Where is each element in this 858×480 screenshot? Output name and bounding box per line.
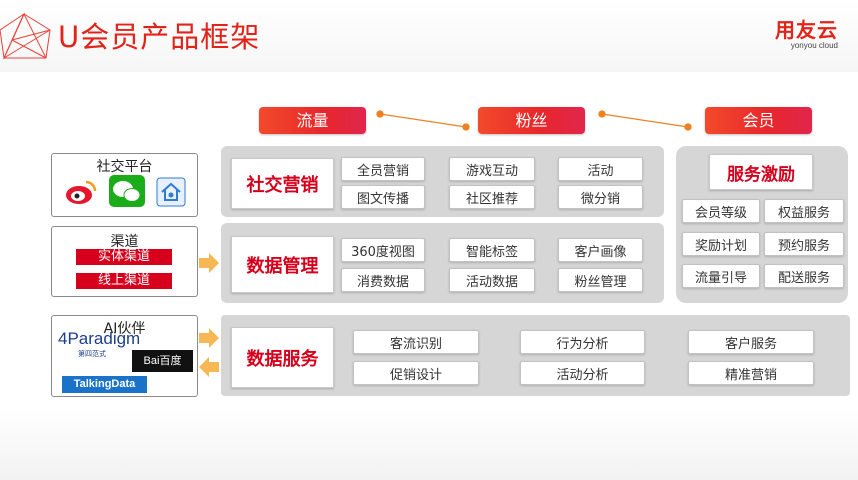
chip-activity: 活动	[558, 157, 643, 181]
social-marketing-title: 社交营销	[231, 158, 334, 209]
chip-all-staff-marketing: 全员营销	[341, 157, 425, 181]
channel-online: 线上渠道	[76, 273, 172, 289]
social-platform-title: 社交平台	[96, 159, 153, 175]
chip-game-interaction: 游戏互动	[449, 157, 535, 181]
chip-fan-management: 粉丝管理	[558, 268, 643, 292]
arrow-left-icon	[199, 357, 219, 377]
social-platform-box: 社交平台	[51, 153, 198, 217]
chip-promotion-design: 促销设计	[353, 361, 479, 385]
chip-traffic-guidance: 流量引导	[682, 264, 760, 288]
chip-precision-marketing: 精准营销	[688, 361, 814, 385]
chip-360-view: 360度视图	[341, 238, 425, 262]
channels-box: 渠道 实体渠道 线上渠道	[51, 226, 198, 297]
chip-content-spread: 图文传播	[341, 185, 425, 209]
chip-benefit-service: 权益服务	[764, 199, 844, 223]
title-bar	[0, 0, 858, 72]
chip-smart-tags: 智能标签	[449, 238, 535, 262]
chip-traffic-recognition: 客流识别	[353, 330, 479, 354]
brand-tagline: yonyou cloud	[790, 41, 838, 50]
home-icon	[156, 177, 186, 207]
stage-fans: 粉丝	[478, 107, 585, 134]
service-incentive-title: 服务激励	[709, 154, 813, 190]
chip-activity-data: 活动数据	[449, 268, 535, 292]
stage-members: 会员	[705, 107, 812, 134]
chip-booking-service: 预约服务	[764, 232, 844, 256]
ai-partners-box: AI伙伴 4Paradigm 第四范式 Bai百度 TalkingData	[51, 315, 198, 397]
arrow-right-icon	[199, 253, 219, 273]
weibo-icon	[66, 180, 97, 204]
arrow-right-icon	[199, 328, 219, 348]
ai-partners-title: AI伙伴	[103, 321, 146, 337]
stage-connectors	[376, 110, 692, 131]
wechat-icon	[109, 175, 145, 207]
page-title: U会员产品框架	[58, 20, 261, 54]
chip-behavior-analysis: 行为分析	[520, 330, 645, 354]
chip-member-level: 会员等级	[682, 199, 760, 223]
network-logo-icon	[0, 12, 51, 60]
chip-customer-profile: 客户画像	[558, 238, 643, 262]
chip-community-recommend: 社区推荐	[449, 185, 535, 209]
brand-logo: 用友云 yonyou cloud	[775, 14, 838, 50]
chip-consumption-data: 消费数据	[341, 268, 425, 292]
chip-customer-service: 客户服务	[688, 330, 814, 354]
4paradigm-logo: 4Paradigm	[58, 329, 141, 348]
chip-micro-distribution: 微分销	[558, 185, 643, 209]
4paradigm-cn: 第四范式	[78, 350, 106, 358]
bottom-band	[0, 410, 858, 480]
stage-traffic: 流量	[259, 107, 366, 134]
data-services-title: 数据服务	[231, 327, 334, 388]
baidu-logo: Bai百度	[132, 350, 193, 372]
chip-activity-analysis: 活动分析	[520, 361, 645, 385]
channel-offline: 实体渠道	[76, 249, 172, 265]
chip-delivery-service: 配送服务	[764, 264, 844, 288]
channels-title: 渠道	[110, 234, 139, 250]
talkingdata-logo: TalkingData	[62, 376, 147, 393]
data-management-title: 数据管理	[231, 236, 334, 293]
brand-name: 用友云	[775, 18, 838, 42]
chip-reward-plan: 奖励计划	[682, 232, 760, 256]
